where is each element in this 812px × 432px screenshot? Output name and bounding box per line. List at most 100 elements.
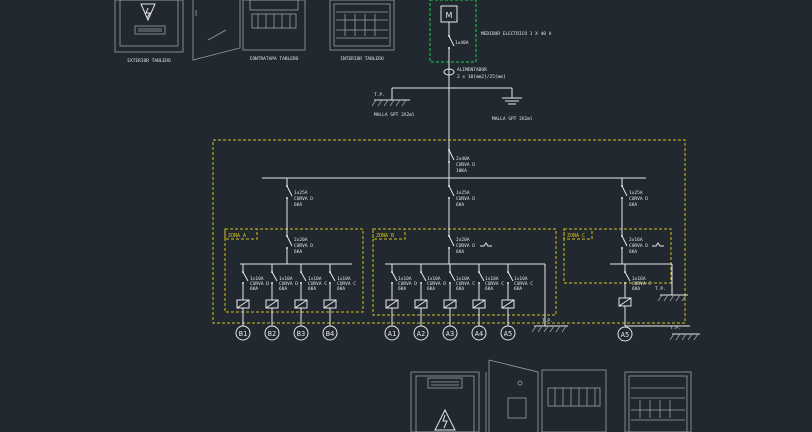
cabinet-bottom-interior (624, 371, 692, 432)
circuit-a3-spec-2: CURVA C (456, 281, 475, 287)
ground-zone-c: T.P. (648, 263, 688, 302)
zone-c-upstream-1: 1x25A (629, 190, 643, 196)
ground-zone-c-tp-label: T.P. (655, 286, 666, 292)
zone-c-enclosure (563, 228, 672, 284)
circuit-b2-spec-1: 1x10A (279, 276, 293, 282)
circuit-c-a5: 1x16A CURVA C 6KA A5 (617, 264, 651, 342)
circuit-b4-id: B4 (326, 330, 334, 338)
meter-symbol: M (446, 11, 453, 20)
circuit-b1-spec-1: 1x10A (250, 276, 264, 282)
cabinet-interior-label: INTERIOR TABLERO (340, 56, 384, 62)
ground-far-right: T.P. (625, 325, 700, 341)
zone-c-diff-2: CURVA D (629, 243, 648, 249)
zone-c-tag (563, 228, 593, 240)
circuit-b3-spec-1: 1x10A (308, 276, 322, 282)
circuit-b3-spec-2: CURVA C (308, 281, 327, 287)
zone-a-upstream-2: CURVA D (294, 196, 313, 202)
cabinet-exterior-view: EXTERIOR TABLERO (114, 0, 184, 64)
zone-a-upstream-3: 6KA (294, 202, 302, 208)
feeder-spec: 2 x 10[mm2]/25[mm] (457, 74, 506, 80)
circuit-a5: 1x10A CURVA C 6KA A5 (500, 264, 533, 341)
zone-b-upstream-1: 1x25A (456, 190, 470, 196)
circuit-a5-spec-2: CURVA C (514, 281, 533, 287)
circuit-b4-spec-3: 6KA (337, 286, 345, 292)
circuit-b1: 1x10A CURVA D 6KA B1 (235, 264, 269, 341)
circuit-a5-spec-1: 1x10A (514, 276, 528, 282)
zone-c-name: ZONA C (567, 233, 585, 239)
zone-b-tag (372, 228, 406, 240)
circuit-a1-id: A1 (388, 330, 396, 338)
ground-right-label: MALLA SPT 2X2ml (492, 116, 533, 122)
ground-zone-b: T.P. (520, 263, 568, 333)
zone-b: ZONA B 1x25A CURVA D 6KA 2x20A CURVA D 6… (372, 178, 557, 341)
main-breaker-line-2: CURVA D (456, 162, 475, 168)
circuit-a4-spec-2: CURVA C (485, 281, 504, 287)
zone-b-upstream-2: CURVA D (456, 196, 475, 202)
circuit-c-a5-id: A5 (621, 331, 629, 339)
cabinet-bottom-contratapa (485, 359, 607, 432)
cabinet-bottom-exterior (410, 371, 480, 432)
zone-c-diff-icon (652, 242, 664, 247)
circuit-a3-id: A3 (446, 330, 454, 338)
circuit-a3-spec-3: 6KA (456, 286, 464, 292)
circuit-b1-spec-2: CURVA D (250, 281, 269, 287)
zone-a-enclosure (224, 228, 364, 313)
circuit-a3: 1x10A CURVA C 6KA A3 (442, 264, 475, 341)
main-breaker-line-1: 2x40A (456, 156, 470, 162)
zone-c-upstream-2: CURVA D (629, 196, 648, 202)
meter-label: MEDIDOR ELECTRICO 1 X 40 A (481, 31, 552, 37)
zone-a: ZONA A 1x25A CURVA D 6KA 2x20A CURVA D 6… (224, 178, 364, 341)
circuit-b1-spec-3: 6KA (250, 286, 258, 292)
circuit-c-a5-spec-1: 1x16A (632, 276, 646, 282)
zone-b-diff-3: 6KA (456, 249, 464, 255)
zone-a-upstream-1: 1x25A (294, 190, 308, 196)
circuit-a4: 1x10A CURVA C 6KA A4 (471, 264, 504, 341)
zone-a-diff-3: 6KA (294, 249, 302, 255)
circuit-a2-id: A2 (417, 330, 425, 338)
circuit-c-a5-spec-3: 6KA (632, 286, 640, 292)
circuit-a1-spec-3: 6KA (398, 286, 406, 292)
circuit-b2-spec-3: 6KA (279, 286, 287, 292)
zone-c-upstream-3: 6KA (629, 202, 637, 208)
zone-c-diff-3: 6KA (629, 249, 637, 255)
cabinet-contratapa-view: CONTRATAPA TABLERO (192, 0, 306, 62)
cabinet-contratapa-label: CONTRATAPA TABLERO (250, 56, 299, 62)
circuit-b2: 1x10A CURVA D 6KA B2 (264, 264, 298, 341)
zone-b-diff-icon (480, 242, 492, 247)
main-board-enclosure (212, 139, 686, 324)
circuit-b1-id: B1 (239, 330, 247, 338)
zone-a-tag (224, 228, 258, 240)
zone-c-diff-1: 2x16A (629, 237, 643, 243)
zone-b-enclosure (372, 228, 557, 316)
ground-left-label: MALLA SPT 2X2ml (374, 112, 415, 118)
zone-a-diff-1: 2x20A (294, 237, 308, 243)
circuit-a2-spec-3: 6KA (427, 286, 435, 292)
circuit-a4-spec-3: 6KA (485, 286, 493, 292)
ground-zone-b-tp-label: T.P. (542, 318, 553, 324)
circuit-a2-spec-1: 1x10A (427, 276, 441, 282)
ground-left-tp-label: T.P. (374, 92, 385, 98)
zone-a-diff-2: CURVA D (294, 243, 313, 249)
zone-b-upstream-3: 6KA (456, 202, 464, 208)
main-breaker-line-3: 10KA (456, 168, 467, 174)
circuit-b3: 1x10A CURVA C 6KA B3 (293, 264, 327, 341)
circuit-b4-spec-2: CURVA C (337, 281, 356, 287)
circuit-a1: 1x10A CURVA D 6KA A1 (384, 264, 417, 341)
circuit-b4-spec-1: 1x10A (337, 276, 351, 282)
main-breaker: 2x40A CURVA D 10KA (448, 149, 475, 178)
circuit-a4-spec-1: 1x10A (485, 276, 499, 282)
zone-b-diff-2: CURVA D (456, 243, 475, 249)
zone-b-diff-1: 2x20A (456, 237, 470, 243)
circuit-a4-id: A4 (475, 330, 483, 338)
cabinet-interior-view: INTERIOR TABLERO (329, 0, 395, 62)
ground-right: MALLA SPT 2X2ml (492, 97, 533, 122)
circuit-a1-spec-2: CURVA D (398, 281, 417, 287)
meter-section: M 1x40A MEDIDOR ELECTRICO 1 X 40 A (429, 0, 552, 170)
circuit-c-a5-spec-2: CURVA C (632, 281, 651, 287)
cabinet-exterior-label: EXTERIOR TABLERO (127, 58, 171, 64)
circuit-a5-spec-3: 6KA (514, 286, 522, 292)
ground-far-right-tp-label: T.P. (670, 325, 681, 331)
ground-left: T.P. MALLA SPT 2X2ml (371, 92, 415, 118)
circuit-a1-spec-1: 1x10A (398, 276, 412, 282)
